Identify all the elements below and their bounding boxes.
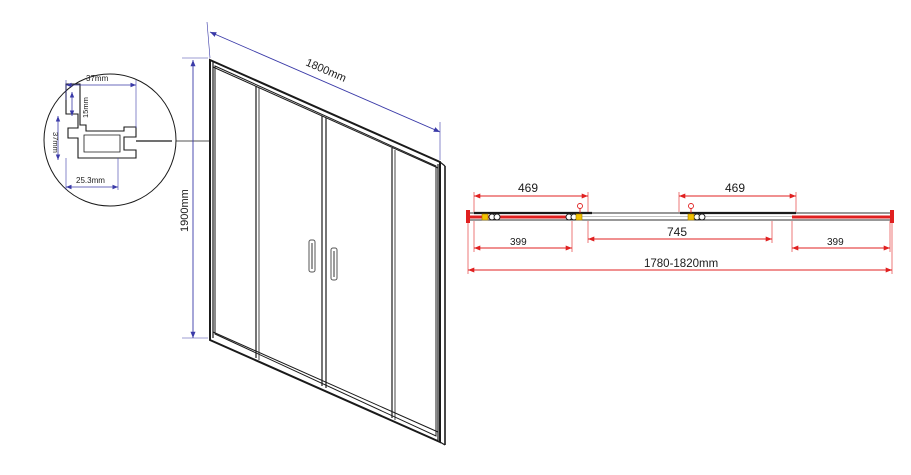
door-frame-inner bbox=[214, 65, 437, 437]
dim-ext-line bbox=[206, 21, 211, 59]
detail-height-label: 37mm bbox=[51, 132, 60, 153]
detail-circle bbox=[43, 73, 177, 207]
frame-edge bbox=[439, 441, 446, 446]
perspective-width-dim bbox=[209, 31, 441, 133]
left-handle bbox=[308, 239, 316, 273]
perspective-view: 1800mm 1900mm bbox=[179, 21, 446, 446]
detail-base-label: 25.3mm bbox=[76, 176, 105, 185]
handle-knob-icon bbox=[577, 203, 583, 209]
plan-view: 469 469 399 745 399 1780-1820mm bbox=[466, 181, 894, 274]
perspective-height-label: 1900mm bbox=[179, 189, 191, 232]
profile-inner bbox=[83, 134, 121, 153]
left-bottom-label: 399 bbox=[510, 237, 527, 248]
handle-knob-icon bbox=[688, 203, 694, 209]
right-wall-cap bbox=[890, 210, 894, 223]
fitting-icon bbox=[481, 213, 489, 221]
right-top-label: 469 bbox=[725, 181, 745, 195]
detail-width-label: 37mm bbox=[86, 74, 109, 83]
detail-depth-label: 15mm bbox=[81, 97, 90, 118]
roller-icon bbox=[698, 213, 706, 221]
right-handle bbox=[330, 247, 338, 281]
profile-section bbox=[65, 83, 137, 159]
left-wall-cap bbox=[466, 210, 470, 223]
perspective-width-label: 1800mm bbox=[304, 57, 348, 85]
frame-edge bbox=[439, 161, 446, 167]
roller-icon bbox=[493, 213, 501, 221]
middle-label: 745 bbox=[667, 225, 687, 239]
left-top-label: 469 bbox=[518, 181, 538, 195]
fitting-icon bbox=[575, 213, 583, 221]
right-bottom-label: 399 bbox=[827, 237, 844, 248]
fitting-icon bbox=[687, 213, 695, 221]
total-label: 1780-1820mm bbox=[644, 258, 718, 270]
profile-detail: 37mm 15mm 37mm 25.3mm bbox=[43, 73, 211, 207]
